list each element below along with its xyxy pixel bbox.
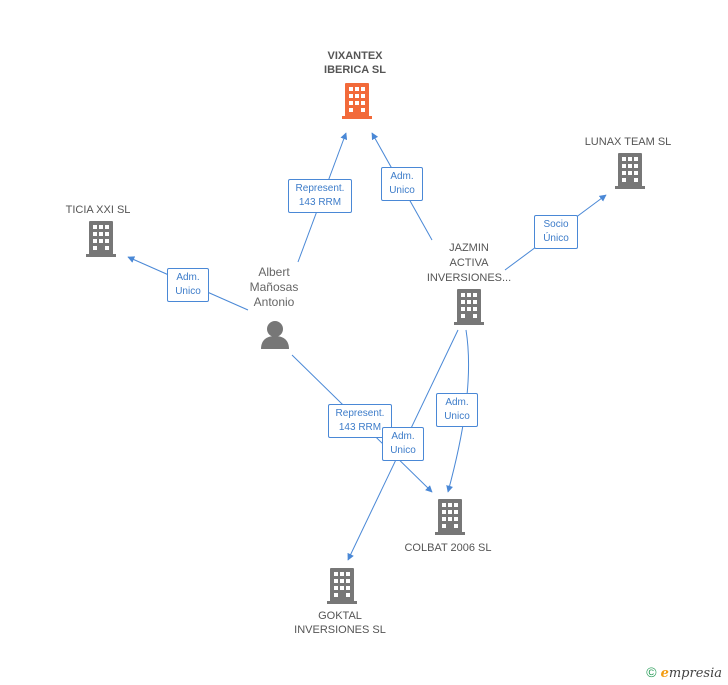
edge-label-line: Unico — [444, 411, 470, 422]
node-ticia-label: TICIA XXI SL — [50, 203, 146, 217]
node-label-line: ACTIVA — [449, 257, 489, 269]
node-jazmin-label: JAZMIN ACTIVA INVERSIONES... — [415, 241, 523, 286]
building-icon — [342, 83, 372, 119]
node-goktal-label: GOKTAL INVERSIONES SL — [285, 609, 395, 637]
edge-label-jazmin-vixantex: Adm. Unico — [381, 167, 423, 201]
node-label-line: INVERSIONES SL — [294, 624, 386, 636]
edge-label-albert-vixantex: Represent. 143 RRM — [288, 179, 352, 213]
edge-label-line: Adm. — [390, 171, 414, 182]
node-label-line: Albert — [258, 265, 290, 279]
edge-label-line: Adm. — [445, 397, 469, 408]
building-icon — [615, 153, 645, 189]
node-albert-label: Albert Mañosas Antonio — [232, 265, 316, 310]
brand-name: mpresia — [668, 666, 722, 681]
node-label-line: TICIA XXI SL — [65, 204, 131, 216]
node-label-line: Antonio — [253, 295, 295, 309]
edge-label-line: Represent. — [295, 183, 345, 194]
node-label-line: JAZMIN — [449, 242, 489, 254]
brand-initial: e — [660, 666, 669, 681]
person-icon — [261, 321, 289, 349]
edge-label-line: 143 RRM — [338, 422, 382, 433]
node-label-line: IBERICA SL — [324, 64, 386, 76]
edge-label-albert-ticia: Adm. Unico — [167, 268, 209, 302]
node-label-line: LUNAX TEAM SL — [584, 136, 672, 148]
edge-label-jazmin-colbat: Adm. Unico — [436, 393, 478, 427]
node-vixantex-label: VIXANTEX IBERICA SL — [300, 49, 410, 77]
building-icon — [86, 221, 116, 257]
building-icon — [327, 568, 357, 604]
footer-brand: ©empresia — [646, 664, 722, 681]
node-label-line: GOKTAL — [318, 610, 362, 622]
node-label-line: INVERSIONES... — [426, 272, 512, 284]
node-label-line: Mañosas — [249, 280, 299, 294]
building-icon — [435, 499, 465, 535]
node-label-line: COLBAT 2006 SL — [404, 542, 492, 554]
edge-label-jazmin-lunax: Socio Único — [534, 215, 578, 249]
node-colbat-label: COLBAT 2006 SL — [393, 541, 503, 555]
edge-label-line: Socio — [543, 219, 569, 230]
copyright-icon: © — [646, 664, 657, 680]
edge-label-line: Unico — [175, 286, 201, 297]
edge-label-jazmin-goktal: Adm. Unico — [382, 427, 424, 461]
node-lunax-label: LUNAX TEAM SL — [570, 135, 686, 149]
edge-label-line: Adm. — [176, 272, 200, 283]
node-label-line: VIXANTEX — [327, 50, 383, 62]
edge-label-line: 143 RRM — [298, 197, 342, 208]
edge-label-line: Unico — [390, 445, 416, 456]
edge-label-albert-colbat: Represent. 143 RRM — [328, 404, 392, 438]
edge-label-line: Represent. — [335, 408, 385, 419]
edge-label-line: Adm. — [391, 431, 415, 442]
edge-label-line: Único — [543, 233, 569, 244]
edge-label-line: Unico — [389, 185, 415, 196]
brand-logo: empresia — [661, 666, 722, 681]
building-icon — [454, 289, 484, 325]
